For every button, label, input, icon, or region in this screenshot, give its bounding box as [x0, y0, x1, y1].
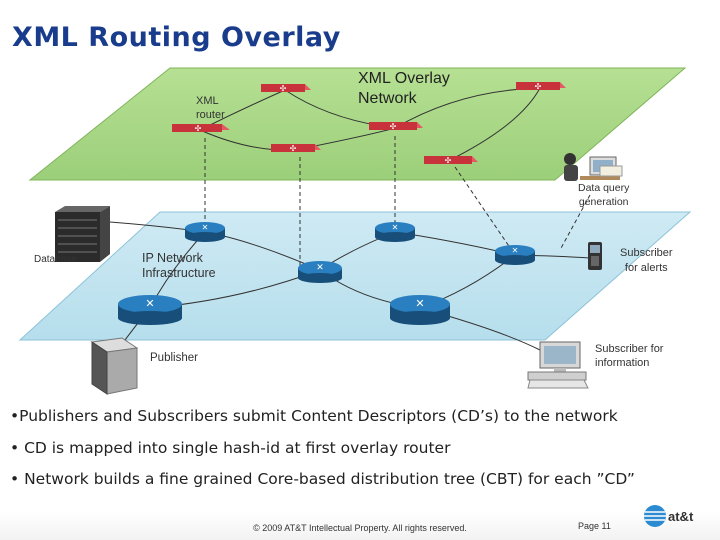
xml-overlay-network-label: XML Overlay Network: [358, 70, 450, 107]
svg-text:✕: ✕: [145, 298, 154, 310]
bullet-item: •Publishers and Subscribers submit Conte…: [10, 407, 618, 425]
att-globe-icon: [644, 505, 666, 527]
mobile-phone-icon: [588, 242, 602, 270]
svg-text:✕: ✕: [202, 223, 209, 232]
svg-text:✣: ✣: [390, 122, 397, 131]
bullet-item: • CD is mapped into single hash-id at fi…: [10, 439, 451, 457]
xml-overlay-plane: [28, 67, 687, 181]
ip-router: ✕: [390, 295, 450, 325]
xml-router: ✣: [369, 122, 423, 131]
svg-text:✣: ✣: [290, 144, 297, 153]
svg-text:✣: ✣: [445, 156, 452, 165]
att-logo-text: at&t: [668, 509, 694, 524]
slide-title: XML Routing Overlay: [12, 22, 341, 53]
xml-router: ✣: [261, 84, 311, 93]
ip-router: ✕: [375, 222, 415, 242]
ip-router: ✕: [118, 295, 182, 325]
data-query-label: Data query generation: [578, 182, 630, 208]
subscriber-computer-icon: [527, 341, 589, 389]
ip-router: ✕: [298, 261, 342, 283]
vertical-links: [204, 136, 591, 268]
bullet-item: • Network builds a fine grained Core-bas…: [10, 470, 635, 488]
xml-router: ✣: [172, 124, 230, 133]
copyright-text: © 2009 AT&T Intellectual Property. All r…: [253, 523, 467, 533]
ip-network-label: IP Network Infrastructure: [142, 251, 216, 280]
svg-text:✕: ✕: [415, 298, 424, 310]
xml-router: ✣: [424, 156, 478, 165]
footer-bar: [0, 512, 720, 540]
xml-router-label: XML router: [196, 95, 225, 121]
database-label: Database: [34, 254, 77, 265]
subscriber-info-label: Subscriber for information: [595, 343, 664, 369]
database-server-icon: [55, 206, 110, 262]
xml-router: ✣: [516, 82, 566, 91]
ip-router: ✕: [495, 245, 535, 265]
svg-text:✣: ✣: [195, 124, 202, 133]
svg-text:✣: ✣: [535, 82, 542, 91]
svg-text:✕: ✕: [392, 223, 399, 232]
svg-text:✣: ✣: [280, 84, 287, 93]
svg-text:✕: ✕: [512, 246, 519, 255]
publisher-computer-icon: [90, 337, 139, 395]
user-computer-icon: [564, 153, 623, 181]
ip-network-plane: [18, 211, 692, 341]
subscriber-alerts-label: Subscriber for alerts: [620, 247, 673, 274]
ip-router: ✕: [185, 222, 225, 242]
page-number: Page 11: [578, 521, 611, 531]
xml-router: ✣: [271, 144, 321, 153]
svg-text:✕: ✕: [316, 262, 324, 272]
network-diagram: ✣ ✣ ✣ ✣ ✣ ✣ ✕ ✕ ✕ ✕ ✕ ✕: [18, 67, 692, 395]
publisher-label: Publisher: [150, 352, 198, 364]
